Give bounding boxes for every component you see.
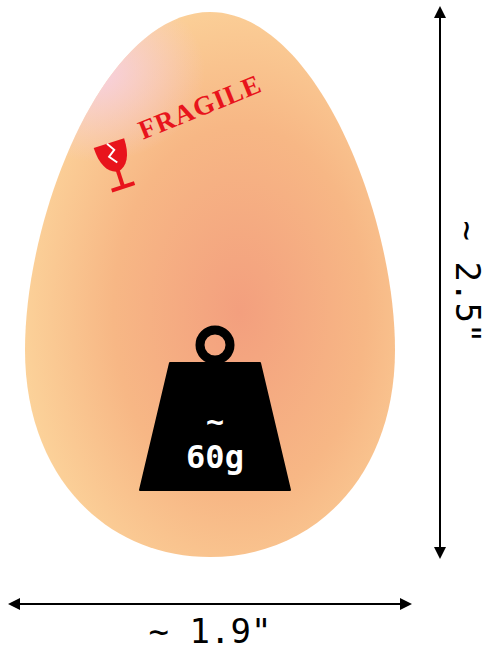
weight-symbol: ~60g: [140, 325, 290, 490]
glass-bowl: [94, 138, 134, 176]
width-dimension: ~ 1.9": [130, 611, 290, 651]
egg-body: [25, 12, 395, 557]
height-dimension: ~ 2.5": [448, 202, 488, 362]
arrow-head: [434, 6, 446, 18]
approx-sign: ~: [140, 405, 290, 439]
egg-shape: FRAGILE~60g: [25, 12, 395, 557]
arrow-head: [434, 547, 446, 559]
arrow-head: [400, 598, 412, 610]
arrow-head: [8, 598, 20, 610]
glass-stem: [116, 170, 125, 186]
weight-value: 60g: [140, 437, 290, 477]
glass-crack: [105, 142, 118, 164]
glass-base: [111, 181, 135, 192]
broken-glass-icon: [94, 138, 139, 194]
dimension-line: [439, 14, 441, 551]
dimension-line: [16, 603, 404, 605]
width-dimension-arrow: [8, 598, 412, 610]
height-dimension-arrow: [434, 6, 446, 559]
weight-body: [140, 363, 290, 490]
weight-handle: [200, 330, 230, 360]
egg-highlight: [0, 0, 205, 162]
